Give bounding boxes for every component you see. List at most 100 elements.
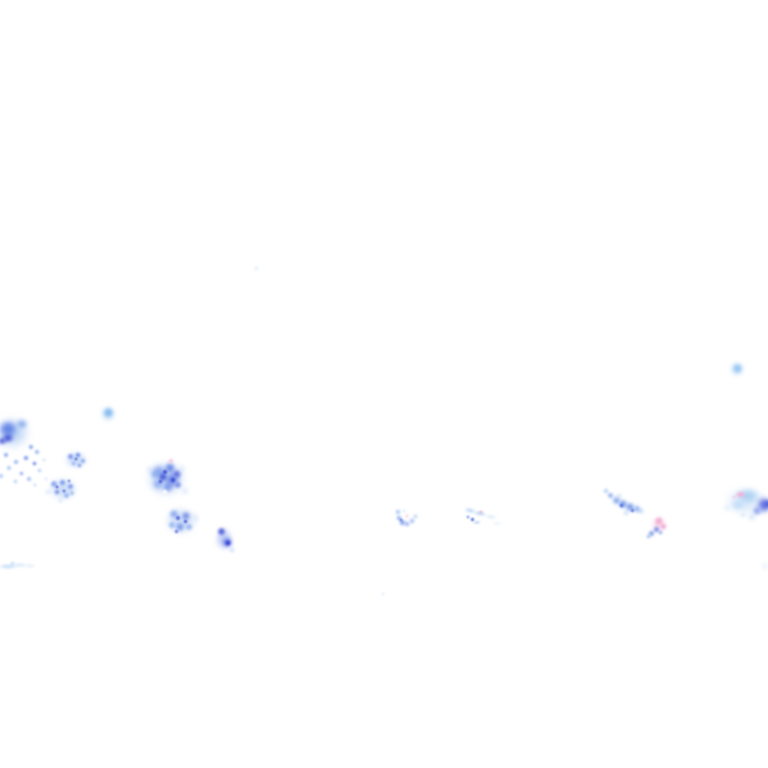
speckle-blob-small-blob — [76, 462, 82, 468]
diagonal-streak-pink-speck-blob — [479, 510, 483, 514]
speckle-ring-blob — [54, 489, 60, 495]
dark-double-blob-blob — [225, 540, 231, 546]
wavy-blob-blob — [618, 499, 628, 509]
v-squiggle-blob — [398, 518, 406, 526]
v-squiggle-blob — [409, 518, 415, 524]
left-edge-cluster-blob — [16, 419, 28, 429]
ring-cluster-lower-blob — [193, 516, 199, 522]
pink-blue-blob-blob — [651, 517, 667, 533]
dense-cluster-blob — [178, 465, 186, 473]
dark-double-blob-blob — [229, 547, 235, 553]
speckle-blob-small-blob — [66, 452, 74, 460]
right-edge-cloud-blob — [736, 488, 760, 504]
speckle-blob-small-blob — [75, 452, 81, 458]
wavy-blob-blob — [629, 507, 635, 513]
wavy-blob-blob — [611, 495, 621, 505]
right-edge-cloud-blob — [740, 512, 746, 518]
dense-cluster-blob — [158, 472, 168, 482]
ring-cluster-lower-blob — [182, 518, 188, 524]
speckle-blob-small-blob — [80, 458, 86, 464]
dense-cluster-blob — [174, 481, 182, 489]
ring-cluster-lower-blob — [173, 528, 179, 534]
left-edge-cluster-blob — [36, 467, 42, 473]
ring-cluster-lower-blob — [168, 521, 176, 529]
right-edge-cloud-blob — [724, 486, 768, 516]
pink-blue-blob-blob — [657, 529, 663, 535]
left-edge-cluster-blob — [28, 444, 34, 450]
diagonal-streak-blob — [472, 509, 488, 517]
v-squiggle-blob — [399, 518, 403, 522]
dense-cluster-blob — [162, 481, 174, 493]
dense-cluster-blob — [152, 478, 164, 490]
soft-dot-right-blob — [729, 361, 745, 377]
diagonal-streak-blob — [463, 506, 477, 514]
v-squiggle-blob — [396, 515, 402, 521]
wavy-blob-blob — [616, 493, 622, 499]
right-edge-cloud-blob — [763, 499, 768, 509]
left-edge-streak-blob — [0, 563, 18, 569]
pink-blue-blob-blob — [654, 516, 664, 526]
right-edge-cloud-blob — [723, 504, 731, 512]
ring-cluster-lower-blob — [181, 511, 191, 521]
speckle-ring-blob — [69, 490, 75, 496]
speckle-ring-blob — [62, 489, 66, 493]
dense-cluster-blob — [170, 477, 176, 483]
left-edge-cluster-blob — [0, 437, 7, 445]
left-edge-streak-blob — [12, 563, 28, 567]
left-edge-cluster-blob — [18, 470, 24, 476]
right-edge-cloud-blob — [756, 496, 768, 514]
speckle-blob-small-blob — [74, 457, 78, 461]
speckle-ring-blob — [55, 485, 59, 489]
right-edge-cloud-blob — [752, 506, 762, 516]
left-edge-cluster-blob — [34, 449, 40, 455]
left-edge-cluster-blob — [31, 460, 37, 466]
faint-speck-right-edge-blob — [761, 562, 768, 570]
left-edge-cluster-blob — [44, 477, 48, 481]
diagonal-streak-blob — [469, 516, 475, 522]
dense-cluster-blob — [162, 469, 168, 475]
ring-cluster-lower-blob — [169, 509, 179, 519]
faint-speck-lower-blob — [381, 592, 385, 596]
dark-double-blob-blob — [215, 527, 233, 551]
speckle-blob-small-blob — [70, 460, 76, 466]
left-edge-cluster-blob — [33, 483, 37, 487]
speckle-ring-blob — [67, 479, 71, 483]
round-dot-upper-blob — [102, 406, 114, 418]
dense-cluster-blob — [146, 466, 154, 474]
diagonal-streak-blob — [466, 515, 470, 519]
round-dot-upper-blob — [100, 406, 116, 422]
dense-cluster-blob — [157, 478, 163, 484]
speckle-ring-blob — [57, 497, 63, 503]
dark-double-blob-blob — [216, 526, 226, 536]
dense-cluster-blob — [164, 462, 176, 474]
right-edge-cloud-pink-patch-blob — [734, 490, 746, 498]
right-edge-cloud-blob — [730, 499, 746, 511]
left-edge-cluster-blob — [13, 459, 19, 465]
wavy-blob-blob — [606, 491, 614, 499]
diagonal-streak-blob — [484, 514, 498, 520]
dense-cluster-gap-blob — [162, 489, 168, 495]
speckle-ring-blob — [58, 478, 66, 486]
wavy-blob-blob — [625, 502, 635, 512]
left-edge-cluster-blob — [23, 455, 29, 461]
pink-blue-blob-blob — [659, 522, 667, 530]
wavy-blob-blob — [633, 505, 641, 513]
faint-speck-upper-blob — [253, 265, 259, 271]
dense-cluster-pink-speck-blob — [168, 458, 174, 464]
left-edge-cluster-blob — [2, 433, 14, 443]
left-edge-cluster-blob — [0, 417, 30, 449]
pink-blue-blob-blob — [647, 529, 655, 537]
dense-cluster-blob — [151, 464, 167, 480]
ring-cluster-lower-blob — [185, 523, 193, 531]
speckle-blob-small-blob — [64, 451, 88, 469]
pink-blue-blob-blob — [645, 533, 651, 539]
left-edge-cluster-blob — [0, 420, 18, 438]
v-squiggle-blob — [395, 509, 401, 515]
wavy-blob-blob — [638, 508, 644, 514]
left-edge-cluster-blob — [3, 452, 9, 458]
v-squiggle-pink-speck-blob — [405, 514, 409, 518]
ring-cluster-lower-blob — [175, 522, 185, 532]
speckle-ring-blob — [66, 482, 74, 490]
dense-cluster-blob — [164, 472, 180, 488]
